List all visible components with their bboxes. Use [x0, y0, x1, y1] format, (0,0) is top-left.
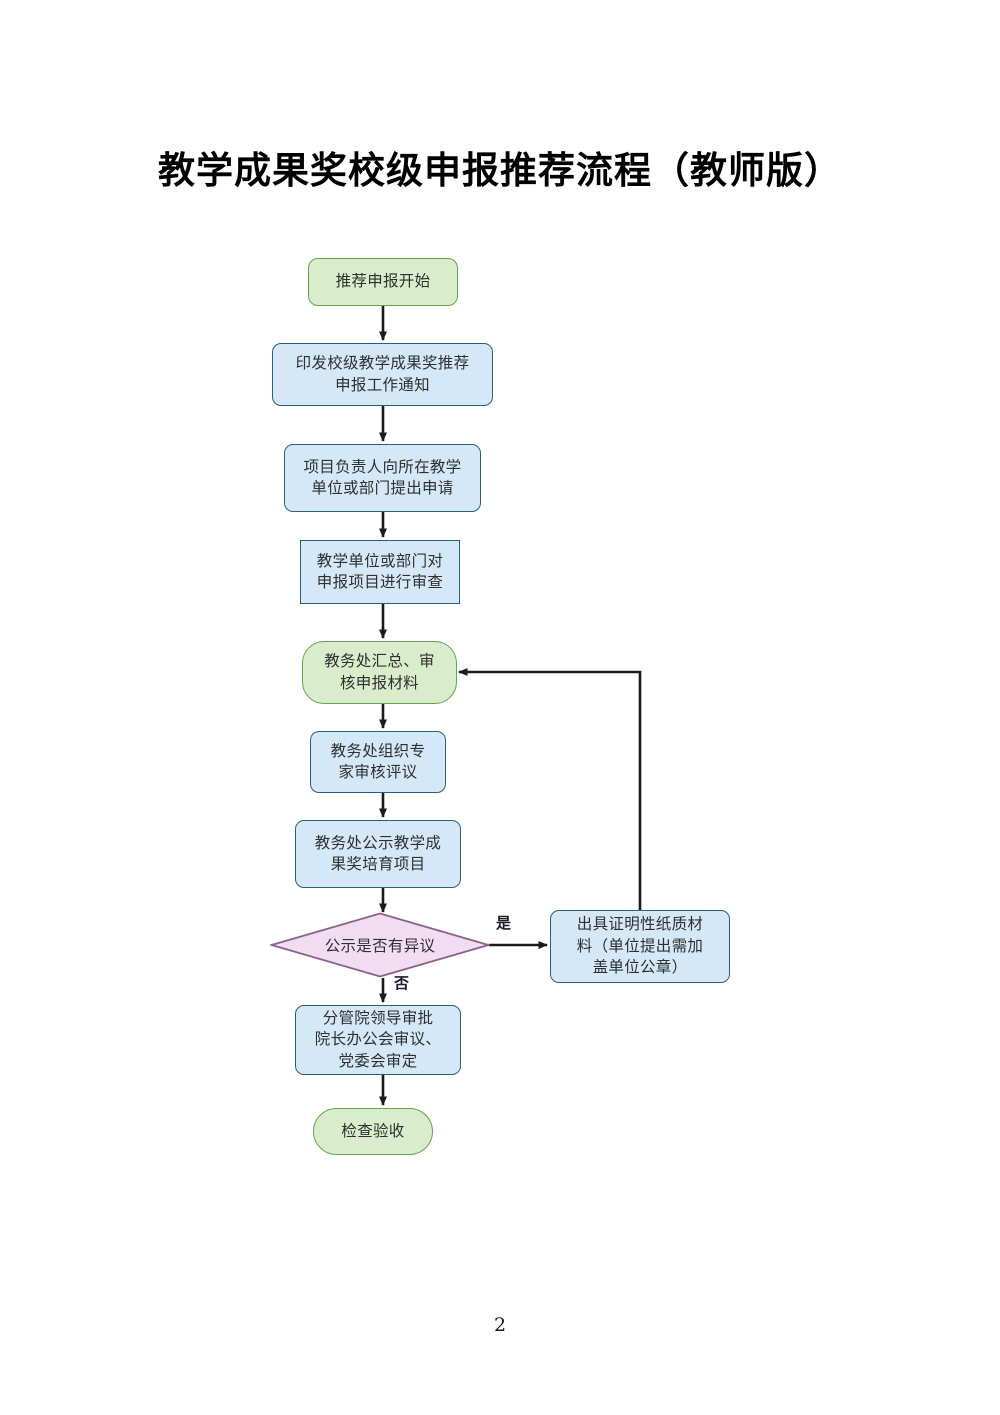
edge-label-no: 否	[394, 975, 410, 992]
node-decision-objection-label: 公示是否有异议	[324, 938, 436, 955]
node-publicize-projects-line1: 教务处公示教学成	[314, 834, 442, 852]
node-issue-proof-materials-line1: 出具证明性纸质材	[576, 916, 704, 934]
node-unit-review-line2: 申报项目进行审查	[316, 574, 444, 591]
node-collect-materials-line2: 核申报材料	[339, 674, 419, 692]
node-decision-objection[interactable]: 公示是否有异议	[268, 912, 492, 978]
node-submit-application-line2: 单位或部门提出申请	[311, 480, 454, 497]
node-issue-proof-materials[interactable]: 出具证明性纸质材 料（单位提出需加 盖单位公章）	[550, 910, 730, 983]
node-print-notice-line2: 申报工作通知	[335, 376, 430, 394]
node-leadership-approval-line2: 院长办公会审议、	[314, 1031, 442, 1049]
node-inspection-acceptance[interactable]: 检查验收	[313, 1108, 433, 1155]
node-start-label: 推荐申报开始	[335, 273, 431, 291]
node-expert-review-line2: 家审核评议	[338, 764, 418, 781]
node-print-notice[interactable]: 印发校级教学成果奖推荐 申报工作通知	[272, 343, 493, 406]
node-unit-review-line1: 教学单位或部门对	[316, 552, 444, 570]
node-collect-materials-line1: 教务处汇总、审	[324, 653, 435, 671]
node-expert-review-line1: 教务处组织专	[330, 742, 426, 760]
node-issue-proof-materials-line3: 盖单位公章）	[592, 959, 688, 977]
node-leadership-approval-line3: 党委会审定	[338, 1052, 418, 1070]
node-inspection-acceptance-label: 检查验收	[341, 1122, 405, 1140]
decision-diamond-shape	[268, 912, 492, 978]
node-start[interactable]: 推荐申报开始	[308, 258, 458, 306]
node-leadership-approval[interactable]: 分管院领导审批 院长办公会审议、 党委会审定	[295, 1005, 461, 1075]
edge-label-yes: 是	[496, 915, 512, 932]
node-leadership-approval-line1: 分管院领导审批	[322, 1009, 434, 1027]
node-collect-materials[interactable]: 教务处汇总、审 核申报材料	[302, 641, 457, 704]
node-issue-proof-materials-line2: 料（单位提出需加	[576, 937, 704, 955]
node-expert-review[interactable]: 教务处组织专 家审核评议	[310, 731, 446, 793]
node-publicize-projects-line2: 果奖培育项目	[330, 856, 426, 873]
node-unit-review[interactable]: 教学单位或部门对 申报项目进行审查	[300, 540, 460, 604]
node-submit-application-line1: 项目负责人向所在教学	[303, 458, 462, 476]
node-print-notice-line1: 印发校级教学成果奖推荐	[295, 355, 470, 373]
edge-proof-back-to-collect	[458, 668, 642, 910]
node-publicize-projects[interactable]: 教务处公示教学成 果奖培育项目	[295, 820, 461, 888]
page-title: 教学成果奖校级申报推荐流程（教师版）	[158, 148, 842, 192]
node-submit-application[interactable]: 项目负责人向所在教学 单位或部门提出申请	[284, 444, 481, 512]
page-number: 2	[493, 1314, 507, 1336]
